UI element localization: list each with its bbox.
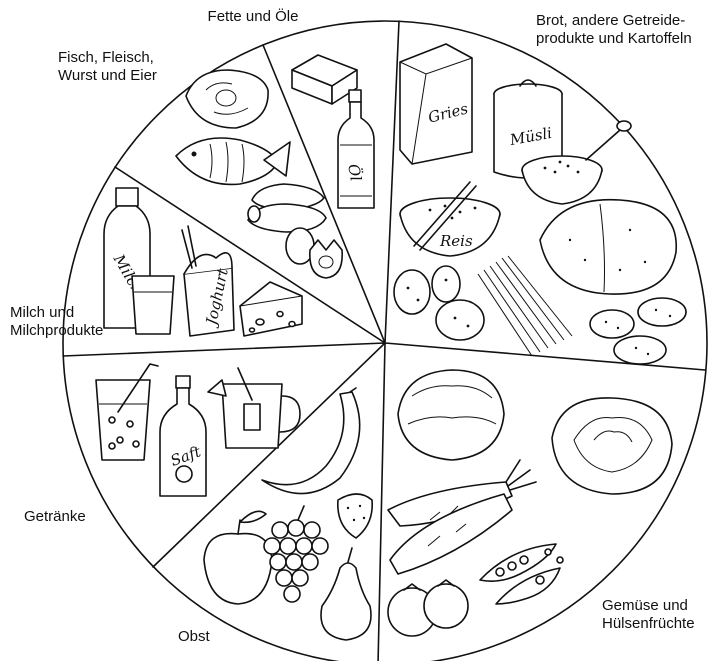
potatoes-icon xyxy=(394,266,484,340)
lettuce-icon xyxy=(552,398,672,494)
label-brot-getreide-kartoffeln: Brot, andere Getreide- produkte und Kart… xyxy=(536,12,716,48)
water-glass-icon xyxy=(96,364,158,460)
milk-glass-icon xyxy=(132,276,174,334)
pear-icon xyxy=(321,548,371,640)
oil-bottle-icon: Öl xyxy=(338,90,374,208)
label-obst: Obst xyxy=(178,628,238,646)
butter-icon xyxy=(292,55,357,104)
peas-icon xyxy=(480,544,563,604)
rice-bowl-icon: Reis xyxy=(400,182,500,256)
oil-bottle-label: Öl xyxy=(344,163,365,183)
juice-bottle-icon: Saft xyxy=(160,376,206,496)
label-gemuese-huelsenfruechte: Gemüse und Hülsenfrüchte xyxy=(602,597,714,633)
sausages-icon xyxy=(248,184,326,232)
meat-icon xyxy=(186,70,268,128)
strawberry-icon xyxy=(338,494,372,538)
bread-rolls-icon xyxy=(590,298,686,364)
yogurt-cup-icon: Joghurt xyxy=(182,226,234,336)
apple-icon xyxy=(204,511,272,604)
label-milch-milchprodukte: Milch und Milchprodukte xyxy=(10,304,130,340)
cauliflower-icon xyxy=(398,370,504,460)
label-fisch-fleisch-wurst-eier: Fisch, Fleisch, Wurst und Eier xyxy=(58,49,188,85)
eggs-icon xyxy=(286,228,342,278)
divider-getraenke-milch xyxy=(63,343,385,356)
tomatoes-icon xyxy=(388,580,468,636)
rice-bowl-label: Reis xyxy=(439,232,473,250)
bread-loaf-icon xyxy=(540,200,676,294)
tea-glass-icon xyxy=(208,368,300,448)
divider-gemuese-obst xyxy=(378,343,385,661)
label-fette-und-oele: Fette und Öle xyxy=(178,8,328,26)
label-getraenke: Getränke xyxy=(24,508,114,526)
grapes-icon xyxy=(264,506,328,602)
gries-bag-icon: Gries xyxy=(400,44,472,164)
fish-icon xyxy=(176,138,290,184)
cheese-icon xyxy=(240,282,302,336)
segment-dividers xyxy=(63,21,705,661)
